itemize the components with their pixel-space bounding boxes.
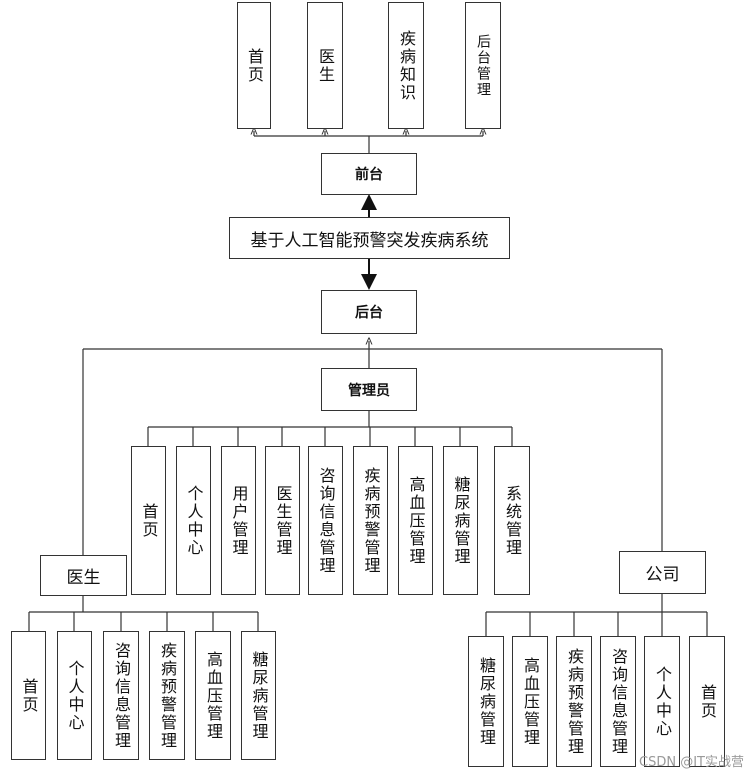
- admin-item-diabetes-management: 糖尿病管理: [443, 446, 478, 595]
- admin-item-consultation-management: 咨询信息管理: [308, 446, 343, 595]
- doctor-node: 医生: [40, 555, 127, 596]
- frontend-node: 前台: [321, 153, 417, 195]
- admin-item-system-management: 系统管理: [494, 446, 530, 595]
- frontend-item-backend-management: 后台管理: [465, 2, 501, 129]
- doctor-item-home: 首页: [11, 631, 46, 760]
- admin-item-hypertension-management: 高血压管理: [398, 446, 433, 595]
- admin-item-user-management: 用户管理: [221, 446, 256, 595]
- company-item-home: 首页: [689, 636, 725, 767]
- doctor-item-personal-center: 个人中心: [57, 631, 92, 760]
- watermark: CSDN @IT实战营: [639, 755, 744, 770]
- system-root-node: 基于人工智能预警突发疾病系统: [229, 217, 510, 259]
- admin-node: 管理员: [321, 368, 417, 411]
- frontend-item-home: 首页: [237, 2, 271, 129]
- company-node: 公司: [619, 551, 706, 594]
- admin-item-disease-warning-management: 疾病预警管理: [353, 446, 388, 595]
- company-item-consultation-management: 咨询信息管理: [600, 636, 636, 767]
- company-item-hypertension-management: 高血压管理: [512, 636, 548, 767]
- admin-item-home: 首页: [131, 446, 166, 595]
- doctor-item-disease-warning-management: 疾病预警管理: [149, 631, 185, 760]
- doctor-item-hypertension-management: 高血压管理: [195, 631, 231, 760]
- doctor-item-consultation-management: 咨询信息管理: [103, 631, 139, 760]
- admin-item-doctor-management: 医生管理: [265, 446, 300, 595]
- admin-item-personal-center: 个人中心: [176, 446, 211, 595]
- company-item-disease-warning-management: 疾病预警管理: [556, 636, 592, 767]
- company-item-personal-center: 个人中心: [644, 636, 680, 767]
- doctor-item-diabetes-management: 糖尿病管理: [241, 631, 276, 760]
- company-item-diabetes-management: 糖尿病管理: [468, 636, 504, 767]
- frontend-item-doctor: 医生: [307, 2, 343, 129]
- frontend-item-disease-knowledge: 疾病知识: [388, 2, 424, 129]
- backend-node: 后台: [321, 290, 417, 334]
